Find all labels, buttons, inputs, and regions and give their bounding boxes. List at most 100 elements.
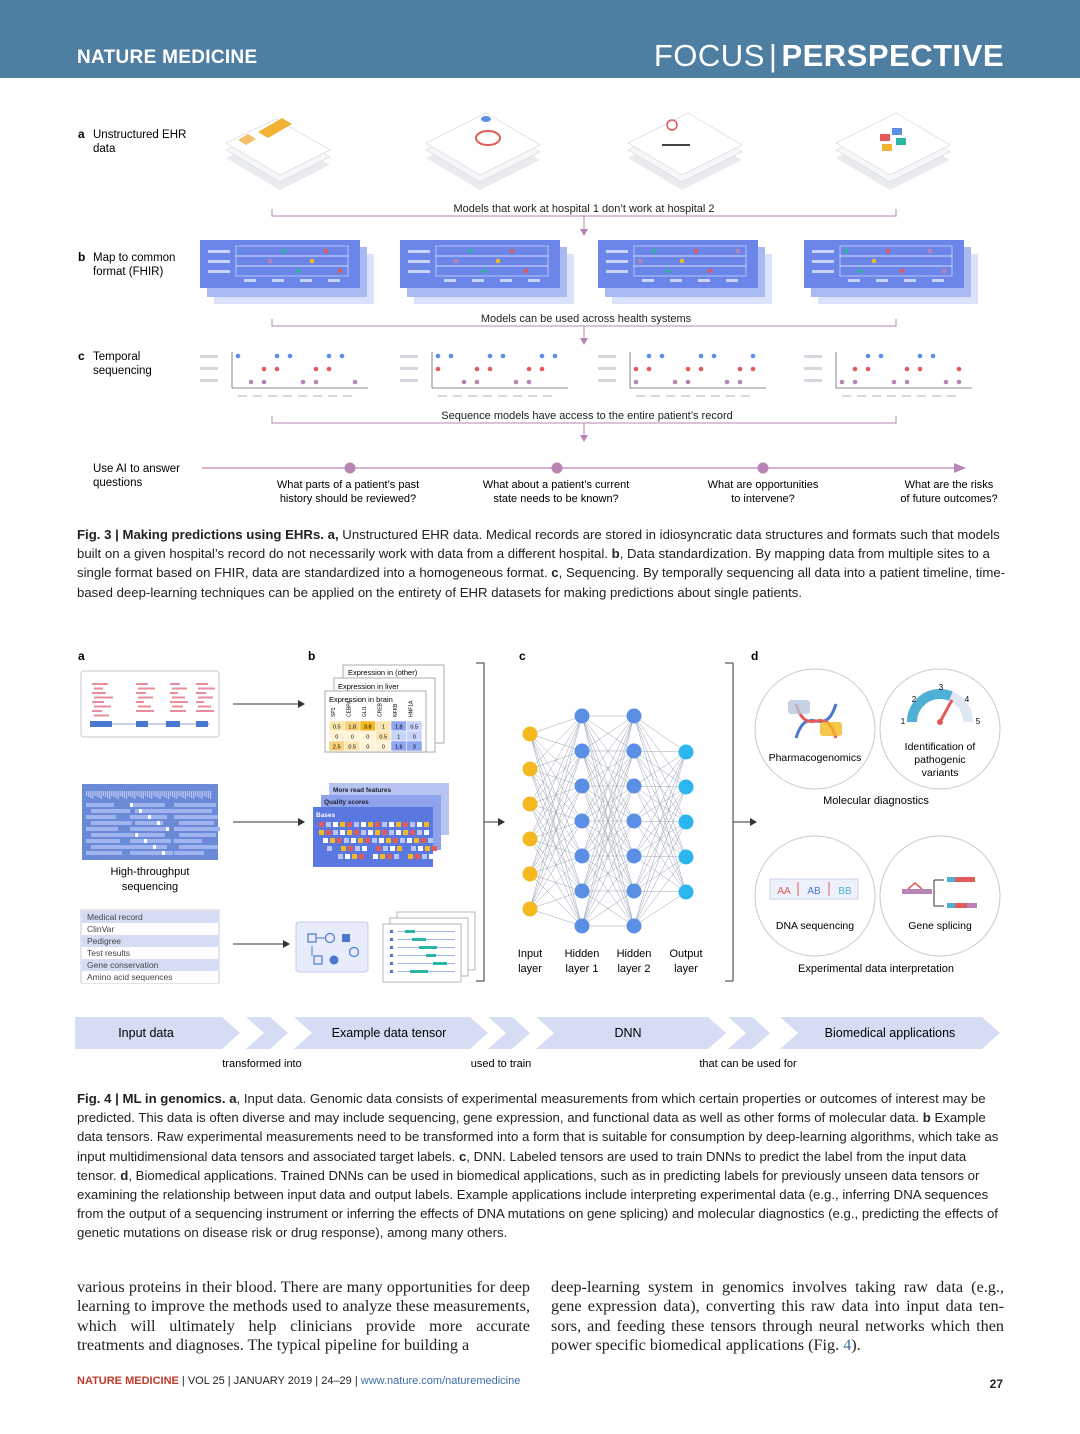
quality-tick <box>184 791 186 799</box>
expression-read <box>196 692 206 694</box>
alignment-marker <box>390 946 393 949</box>
fhir-dot <box>323 248 329 254</box>
base-cell <box>358 838 363 843</box>
connector-used-to-train: used to train <box>471 1058 532 1070</box>
dnn-edge <box>581 785 635 927</box>
variant-mark <box>148 815 151 819</box>
footer-sep: | <box>178 1375 188 1387</box>
base-cell <box>338 854 343 859</box>
dnn-edge <box>581 820 635 927</box>
dnn-edge <box>581 715 635 927</box>
base-cell <box>428 838 433 843</box>
quality-tick <box>157 791 159 798</box>
fhir-dot <box>309 258 315 264</box>
fig3-caption-lead: Fig. 3 | Making predictions using EHRs. … <box>77 527 339 542</box>
timeline-dot <box>904 379 910 385</box>
more-read-label: More read features <box>333 787 392 794</box>
timeline-dot <box>539 366 545 372</box>
timeline-dot <box>852 366 858 372</box>
fhir-panel <box>200 240 374 304</box>
timeline-dot <box>448 353 454 359</box>
base-cell <box>354 822 359 827</box>
fig3-row-c-label-1: Temporal <box>93 351 140 363</box>
timeline-dot <box>500 353 506 359</box>
timeline-dot <box>737 379 743 385</box>
seq-box-bb: BB <box>838 886 852 897</box>
dnn-edge <box>529 715 583 840</box>
page-footer: NATURE MEDICINE | VOL 25 | JANUARY 2019 … <box>77 1375 520 1387</box>
dnn-edge <box>633 786 687 927</box>
expression-read <box>170 710 186 712</box>
quality-tick <box>107 791 109 798</box>
quality-tick <box>191 791 193 798</box>
focus-label: FOCUS <box>653 38 765 73</box>
dnn-node <box>678 884 694 900</box>
dnn-node <box>574 708 590 724</box>
sequence-read <box>135 821 163 825</box>
base-cell <box>417 830 422 835</box>
question-4-line-1: What are the risks <box>905 479 994 491</box>
sequence-read <box>91 845 136 849</box>
record-row <box>82 947 218 959</box>
timeline-dot <box>261 379 267 385</box>
quality-tick <box>88 791 90 797</box>
timeline-dot <box>852 379 858 385</box>
fig4-caption-b: b <box>922 1110 931 1126</box>
expression-read <box>172 705 183 708</box>
base-cell <box>389 822 394 827</box>
figure-4-reference-link[interactable]: 4 <box>843 1335 852 1354</box>
pharmacogenomics-label: Pharmacogenomics <box>769 752 862 764</box>
timeline-dot <box>737 366 743 372</box>
base-cell <box>368 830 373 835</box>
gene-column-label: HNF1A <box>409 700 415 717</box>
quality-tick <box>96 791 98 797</box>
quality-tick <box>136 791 138 796</box>
timeline-dot <box>685 379 691 385</box>
record-label: Pedigree <box>87 936 121 946</box>
quality-tick <box>205 791 207 797</box>
expression-value: 0.5 <box>333 725 341 731</box>
footer-journal-url[interactable]: www.nature.com/naturemedicine <box>360 1375 521 1387</box>
quality-tick <box>186 791 188 796</box>
timeline-dot <box>750 353 756 359</box>
timeline-dot <box>487 353 493 359</box>
alignment-marker <box>390 970 393 973</box>
quality-tick <box>178 791 180 796</box>
quality-tick <box>201 791 203 799</box>
dnn-edge <box>633 751 687 857</box>
base-cell <box>397 846 402 851</box>
quality-tick <box>188 791 191 797</box>
dnn-edge <box>581 715 635 822</box>
quality-tick <box>113 791 115 797</box>
layer-input-1: Input <box>518 948 542 960</box>
sequence-read <box>135 809 181 813</box>
quality-tick <box>119 791 121 796</box>
base-cell <box>376 846 381 851</box>
footer-sep: | <box>312 1375 322 1387</box>
fig4-caption-lead: Fig. 4 | ML in genomics. a <box>77 1091 237 1106</box>
timeline-dot <box>698 366 704 372</box>
alignment-marker <box>390 938 393 941</box>
fig4-caption-text-2: Example data tensors. Raw experimental m… <box>77 1110 999 1164</box>
fhir-dot <box>665 268 671 274</box>
base-cell <box>407 838 412 843</box>
ai-label-2: questions <box>93 477 142 489</box>
alignment-tensor <box>382 911 476 983</box>
layer-hidden2-2: layer 2 <box>617 963 650 975</box>
dnn-node <box>678 849 694 865</box>
question-1-line-1: What parts of a patient’s past <box>277 479 419 491</box>
dnn-node <box>626 848 642 864</box>
quality-tick <box>170 791 172 796</box>
fhir-dot <box>637 258 643 264</box>
base-cell <box>359 854 364 859</box>
ident-line-2: pathogenic <box>914 754 965 766</box>
sequence-read <box>174 839 202 843</box>
timeline-dot <box>526 366 532 372</box>
gauge-5: 5 <box>976 717 981 726</box>
fig4-caption-c: c <box>458 1148 467 1164</box>
expression-value: 0 <box>351 735 354 741</box>
fhir-dot <box>253 268 259 274</box>
timeline-dot <box>930 353 936 359</box>
timeline-dot <box>672 379 678 385</box>
base-cell <box>387 854 392 859</box>
